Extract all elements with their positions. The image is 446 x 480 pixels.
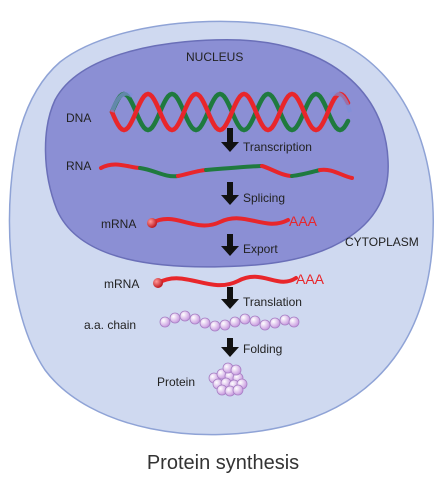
step-arrow-head xyxy=(221,246,239,256)
dna-double-helix xyxy=(109,91,352,133)
step-label-transcription: Transcription xyxy=(243,140,312,154)
aa-chain-label: a.a. chain xyxy=(84,318,136,332)
nucleus-label: NUCLEUS xyxy=(186,50,243,64)
diagram-caption: Protein synthesis xyxy=(146,452,300,474)
mrna-cap-cytoplasm xyxy=(153,278,163,288)
amino-acid-bead xyxy=(199,317,211,329)
rna-strand xyxy=(99,162,354,180)
cytoplasm-label: CYTOPLASM xyxy=(345,235,419,249)
step-arrow-shaft xyxy=(227,234,233,246)
amino-acid-bead xyxy=(219,319,231,331)
rna-label: RNA xyxy=(66,159,91,173)
step-arrow-shaft xyxy=(227,287,233,299)
step-label-translation: Translation xyxy=(243,295,302,309)
amino-acid-bead xyxy=(189,313,201,325)
folded-protein xyxy=(208,362,248,397)
amino-acid-chain xyxy=(159,310,300,332)
protein-bead xyxy=(232,384,244,396)
amino-acid-bead xyxy=(179,310,191,322)
mrna-cap-nucleus xyxy=(147,218,157,228)
step-arrow-shaft xyxy=(227,182,233,195)
amino-acid-bead xyxy=(209,320,221,332)
step-arrow-head xyxy=(221,195,239,205)
rna-segment xyxy=(318,167,354,180)
amino-acid-bead xyxy=(239,313,251,325)
dna-end-right xyxy=(328,91,352,113)
rna-segment xyxy=(99,162,142,170)
amino-acid-bead xyxy=(229,316,241,328)
amino-acid-bead xyxy=(169,312,181,324)
step-arrows xyxy=(221,128,239,357)
dna-label: DNA xyxy=(66,111,91,125)
nucleus xyxy=(44,39,389,268)
amino-acid-bead xyxy=(279,314,291,326)
poly-a-tail-cytoplasm: AAA xyxy=(296,271,325,287)
mrna-label-nucleus: mRNA xyxy=(101,217,136,231)
step-arrow-head xyxy=(221,347,239,357)
step-arrow-head xyxy=(221,299,239,309)
protein-label: Protein xyxy=(157,375,195,389)
mrna-strand-nucleus xyxy=(150,216,290,228)
protein-bead xyxy=(230,364,242,376)
dna-strand-red xyxy=(109,91,351,133)
mrna-label-cytoplasm: mRNA xyxy=(104,277,139,291)
step-label-splicing: Splicing xyxy=(243,191,285,205)
rna-segment xyxy=(290,168,322,178)
rna-segment xyxy=(138,166,180,179)
poly-a-tail-nucleus: AAA xyxy=(289,213,318,229)
step-arrow-shaft xyxy=(227,338,233,347)
step-label-export: Export xyxy=(243,242,278,256)
dna-end-left xyxy=(110,91,134,113)
step-arrow-shaft xyxy=(227,128,233,142)
amino-acid-bead xyxy=(159,316,171,328)
rna-segment xyxy=(204,164,264,172)
step-label-folding: Folding xyxy=(243,342,282,356)
rna-segment xyxy=(260,164,294,178)
step-arrow-head xyxy=(221,142,239,152)
amino-acid-bead xyxy=(259,319,271,331)
amino-acid-bead xyxy=(249,315,261,327)
mrna-strand-cytoplasm xyxy=(156,274,298,288)
amino-acid-bead xyxy=(288,316,300,328)
dna-strand-green xyxy=(109,91,351,133)
amino-acid-bead xyxy=(269,317,281,329)
